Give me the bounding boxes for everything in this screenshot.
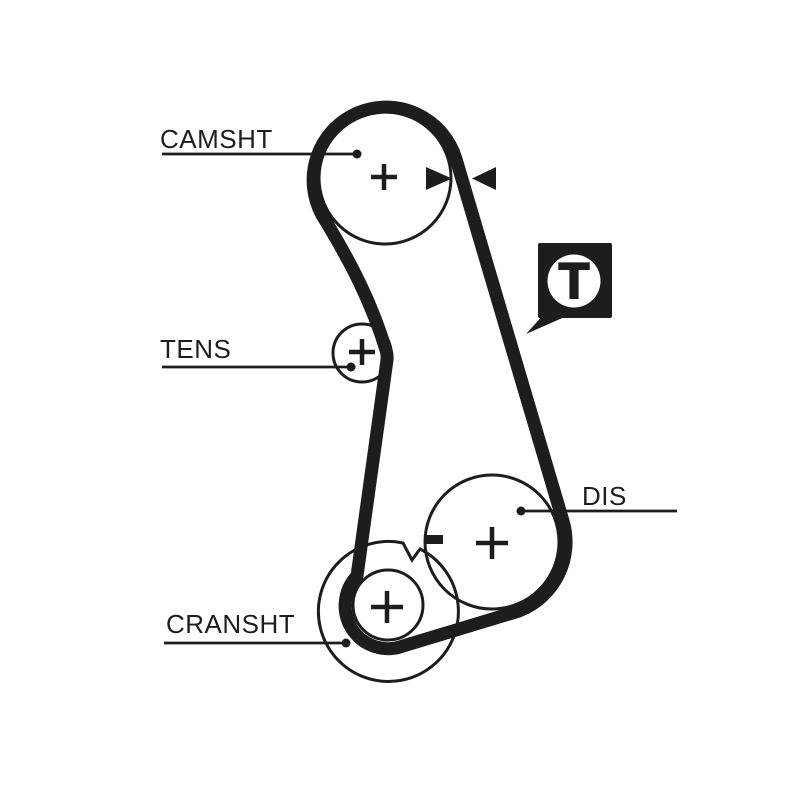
distributor-callout: DIS xyxy=(516,481,677,516)
tensioner-label: TENS xyxy=(160,334,231,364)
distributor-label: DIS xyxy=(582,481,627,511)
crankshaft-plus-mark xyxy=(371,591,403,623)
tensioner-leader-dot xyxy=(346,362,356,372)
timing-minus-mark xyxy=(424,535,443,544)
tensioner-callout: TENS xyxy=(160,334,356,372)
timing-belt xyxy=(306,100,573,656)
camshaft-leader-dot xyxy=(352,149,362,159)
tension-badge-letter: T xyxy=(559,253,590,309)
distributor-leader-dot xyxy=(516,506,526,516)
tension-badge-inner-circle xyxy=(547,254,601,308)
crankshaft-callout: CRANSHT xyxy=(164,609,351,648)
crankshaft-sprocket-circle xyxy=(351,568,425,642)
tension-badge: T xyxy=(526,243,612,334)
alignment-arrow-right-icon xyxy=(426,167,452,190)
camshaft-plus-mark xyxy=(371,164,397,190)
crankshaft-label: CRANSHT xyxy=(166,609,295,639)
camshaft-callout: CAMSHT xyxy=(160,124,362,159)
crankshaft-leader-dot xyxy=(341,638,351,648)
camshaft-label: CAMSHT xyxy=(160,124,273,154)
crankshaft-outer-circle-with-notch xyxy=(316,539,460,683)
tensioner-plus-mark xyxy=(349,339,375,365)
distributor-plus-mark xyxy=(476,527,508,559)
alignment-arrow-left-icon xyxy=(472,167,496,190)
